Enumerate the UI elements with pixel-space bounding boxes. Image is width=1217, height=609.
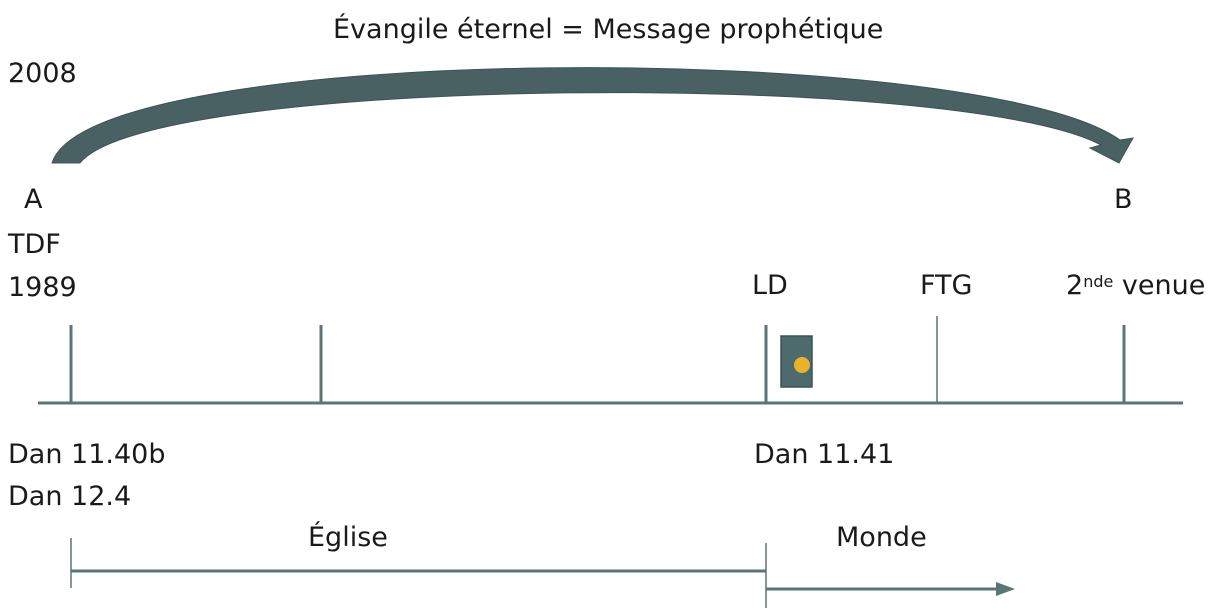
- second-coming-word: venue: [1113, 270, 1206, 301]
- ftg-label: FTG: [920, 270, 973, 301]
- point-b-label: B: [1114, 184, 1133, 215]
- world-period-arrowhead: [996, 582, 1015, 596]
- second-coming-superscript: nde: [1083, 272, 1114, 291]
- reference-dan-11-40b: Dan 11.40b: [8, 439, 166, 470]
- reference-dan-12-4: Dan 12.4: [8, 481, 132, 512]
- second-coming-number: 2: [1066, 270, 1084, 301]
- ld-label: LD: [752, 270, 788, 301]
- year-2008-label: 2008: [8, 58, 77, 89]
- diagram-title: Évangile éternel = Message prophétique: [333, 14, 884, 45]
- reference-dan-11-41: Dan 11.41: [754, 439, 895, 470]
- point-a-label: A: [24, 184, 43, 215]
- church-period-label: Église: [308, 522, 388, 553]
- tdf-label: TDF: [8, 229, 61, 260]
- prophetic-message-arc: [51, 67, 1134, 164]
- year-1989-label: 1989: [8, 272, 77, 303]
- world-period-label: Monde: [836, 522, 927, 553]
- door-knob-icon: [794, 357, 810, 373]
- second-coming-label: 2nde venue: [1066, 270, 1205, 302]
